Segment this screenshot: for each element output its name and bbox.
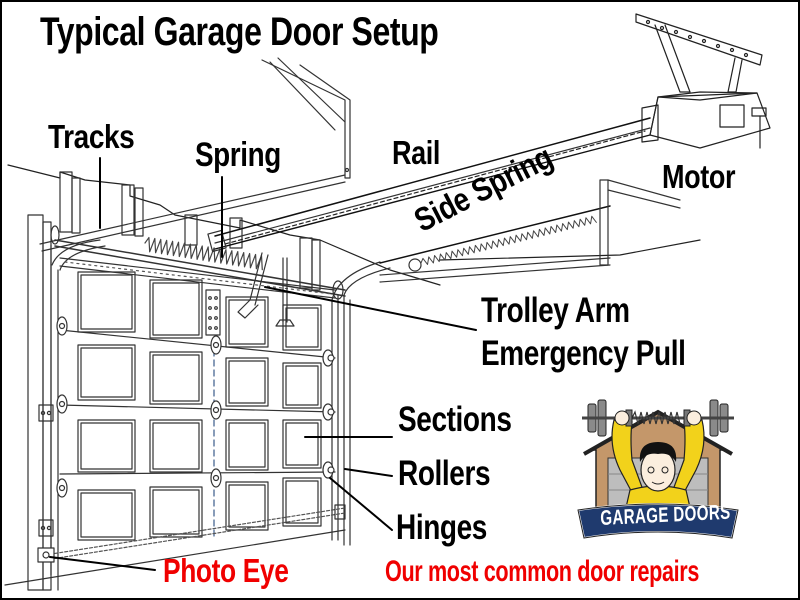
label-spring: Spring [195, 136, 281, 174]
bottom-seal [4, 504, 346, 586]
footer-caption: Our most common door repairs [385, 555, 699, 588]
door-panels [59, 271, 336, 541]
label-tracks: Tracks [48, 118, 135, 155]
label-rail: Rail [392, 134, 440, 171]
side-spring-assembly [379, 179, 681, 283]
weightlifter-mascot-icon [576, 399, 740, 540]
trolley-arm [205, 252, 269, 336]
label-emergency-pull: Emergency Pull [481, 334, 686, 373]
right-jamb [331, 261, 391, 546]
photo-eye [37, 547, 55, 563]
opener-rail [207, 117, 651, 253]
pointer-lines [49, 157, 477, 571]
horizontal-track-left [39, 174, 346, 591]
label-motor: Motor [662, 158, 736, 195]
label-photo-eye: Photo Eye [163, 552, 289, 589]
wall-studs [59, 171, 321, 291]
page-title: Typical Garage Door Setup [40, 10, 439, 54]
label-sections: Sections [398, 400, 512, 439]
ceiling-lines [7, 164, 701, 286]
garage-opener-motor-icon [635, 13, 771, 149]
photo-eye-pointer [49, 556, 156, 571]
label-hinges: Hinges [396, 508, 487, 547]
rollers-pointer [344, 468, 393, 477]
hinges-pointer [329, 477, 393, 531]
trolley-pointer [264, 286, 477, 331]
label-rollers: Rollers [398, 454, 491, 493]
hinges [56, 316, 335, 498]
ceiling-bracket [261, 57, 351, 179]
label-trolley-arm: Trolley Arm [481, 291, 630, 330]
left-jamb [27, 214, 54, 591]
